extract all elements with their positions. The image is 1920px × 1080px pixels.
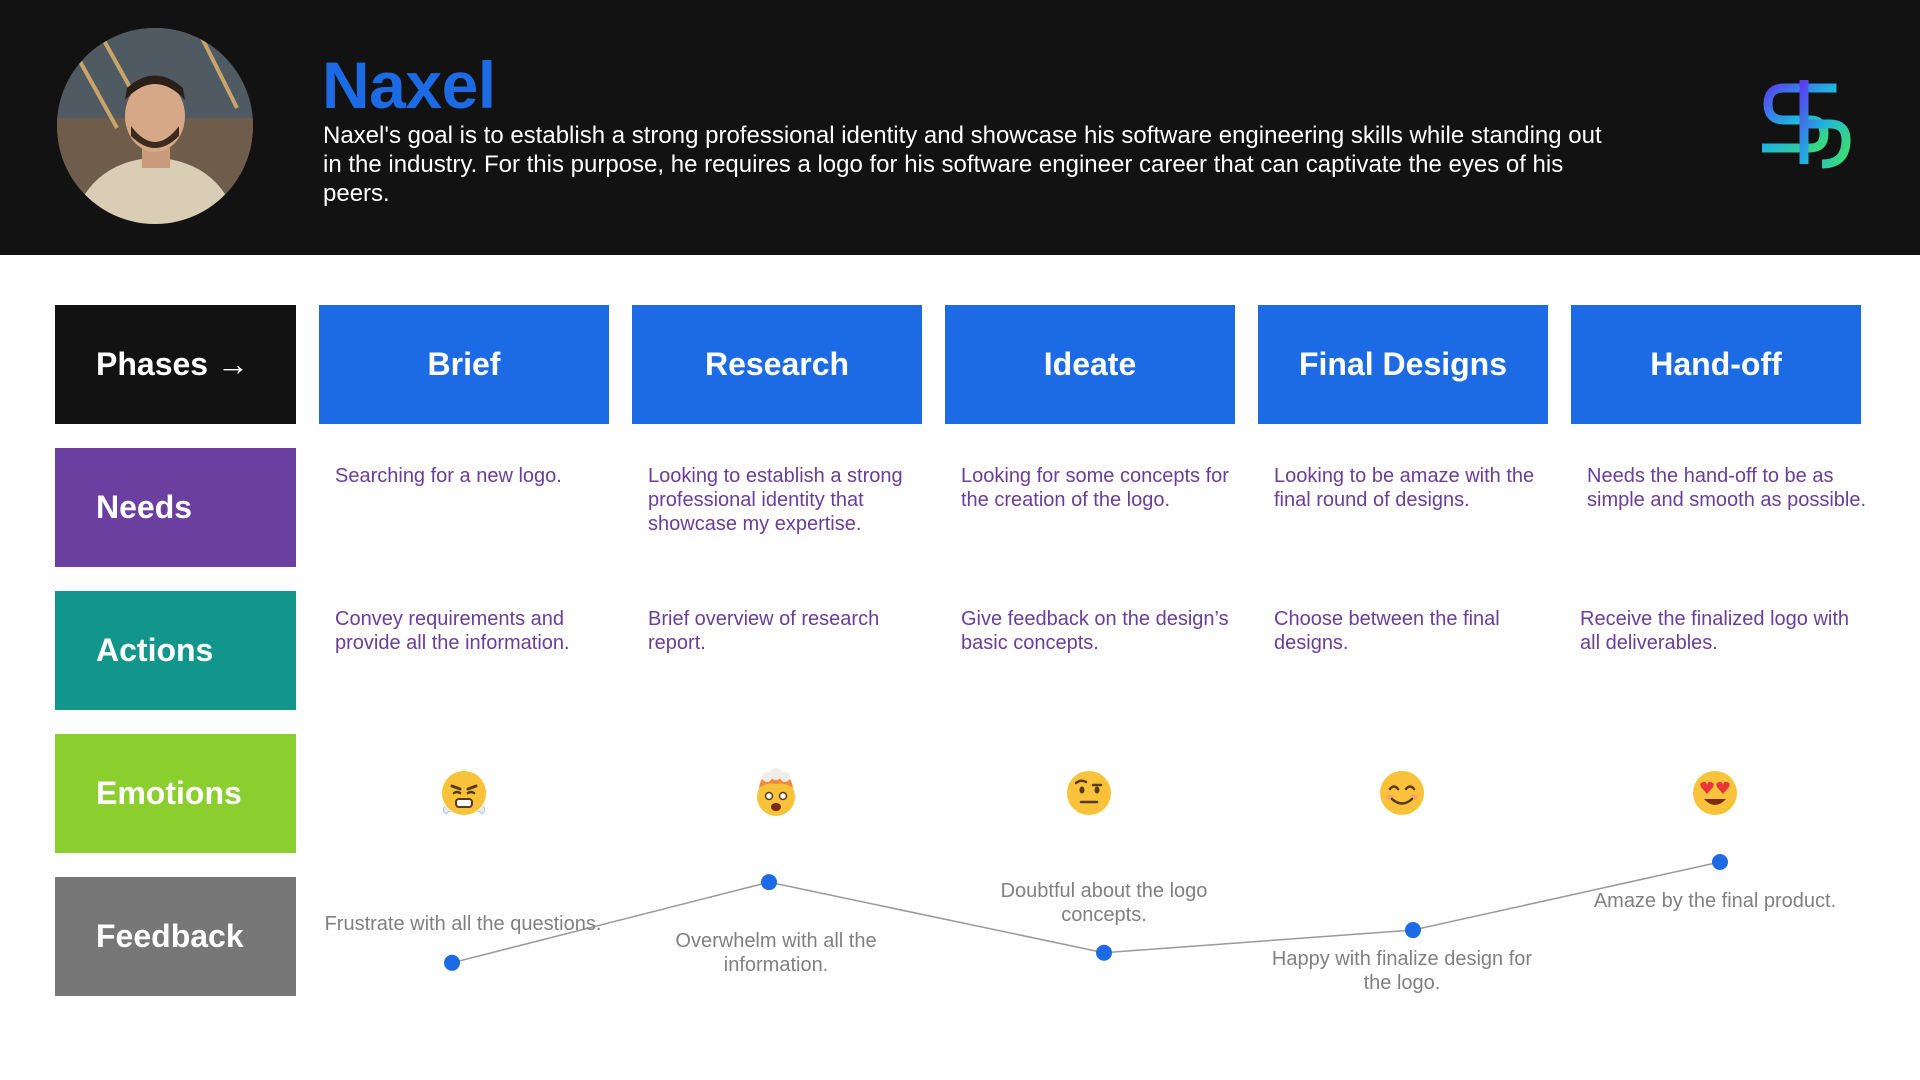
phase-title: Hand-off xyxy=(1650,346,1782,382)
emotions-label-text: Emotions xyxy=(96,775,242,811)
smiling-face-icon xyxy=(1380,771,1424,815)
person-photo-icon xyxy=(57,28,253,224)
feedback-point-hand-off xyxy=(1712,854,1728,870)
persona-name: Naxel xyxy=(322,48,496,122)
feedback-annotation-final-designs: Happy with finalize design for the logo. xyxy=(1271,948,1533,994)
action-research: Brief overview of research report. xyxy=(648,608,880,654)
needs-label: Needs xyxy=(55,448,296,567)
need-research: Looking to establish a strong profession… xyxy=(648,465,903,535)
feedback-point-final-designs xyxy=(1405,922,1421,939)
need-hand-off: Needs the hand-off to be as simple and s… xyxy=(1587,465,1867,511)
feedback-annotation-research: Overwhelm with all the information. xyxy=(675,930,877,976)
avatar xyxy=(57,28,253,224)
feedback-point-brief xyxy=(444,954,460,971)
phase-ideate: Ideate xyxy=(945,305,1235,424)
feedback-label-text: Feedback xyxy=(96,918,244,954)
feedback-annotation-brief: Frustrate with all the questions. xyxy=(324,913,602,935)
need-final-designs: Looking to be amaze with the final round… xyxy=(1274,465,1535,511)
phase-title: Final Designs xyxy=(1298,346,1508,382)
phase-brief: Brief xyxy=(319,305,609,424)
action-final-designs: Choose between the final designs. xyxy=(1274,608,1500,654)
need-ideate: Looking for some concepts for the creati… xyxy=(961,465,1229,511)
phase-title: Research xyxy=(704,346,850,382)
phases-label: Phases → xyxy=(55,305,296,424)
phase-title: Brief xyxy=(427,346,501,382)
feedback-point-research xyxy=(761,874,777,891)
exploding-head-icon xyxy=(757,768,795,816)
feedback-annotation-hand-off: Amaze by the final product. xyxy=(1593,890,1837,912)
frustrated-face-icon xyxy=(442,771,486,815)
feedback-point-ideate xyxy=(1096,944,1112,961)
phase-research: Research xyxy=(632,305,922,424)
actions-label: Actions xyxy=(55,591,296,710)
action-ideate: Give feedback on the design’s basic conc… xyxy=(961,608,1229,654)
phases-label-text: Phases → xyxy=(96,346,249,382)
sh-brand-logo-icon xyxy=(1762,80,1851,169)
feedback-label: Feedback xyxy=(55,877,296,996)
persona-goal: Naxel's goal is to establish a strong pr… xyxy=(323,122,1602,207)
needs-label-text: Needs xyxy=(96,489,193,525)
phase-hand-off: Hand-off xyxy=(1571,305,1861,424)
actions-label-text: Actions xyxy=(96,632,214,668)
phase-title: Ideate xyxy=(1043,346,1137,382)
feedback-annotation-ideate: Doubtful about the logo concepts. xyxy=(1000,880,1208,926)
emotions-label: Emotions xyxy=(55,734,296,853)
action-hand-off: Receive the finalized logo with all deli… xyxy=(1580,608,1850,654)
phase-final-designs: Final Designs xyxy=(1258,305,1548,424)
heart-eyes-face-icon xyxy=(1693,771,1737,815)
action-brief: Convey requirements and provide all the … xyxy=(335,608,570,654)
raised-eyebrow-face-icon xyxy=(1067,771,1111,815)
need-brief: Searching for a new logo. xyxy=(335,465,562,487)
persona-header: Naxel Naxel's goal is to establish a str… xyxy=(0,0,1920,255)
